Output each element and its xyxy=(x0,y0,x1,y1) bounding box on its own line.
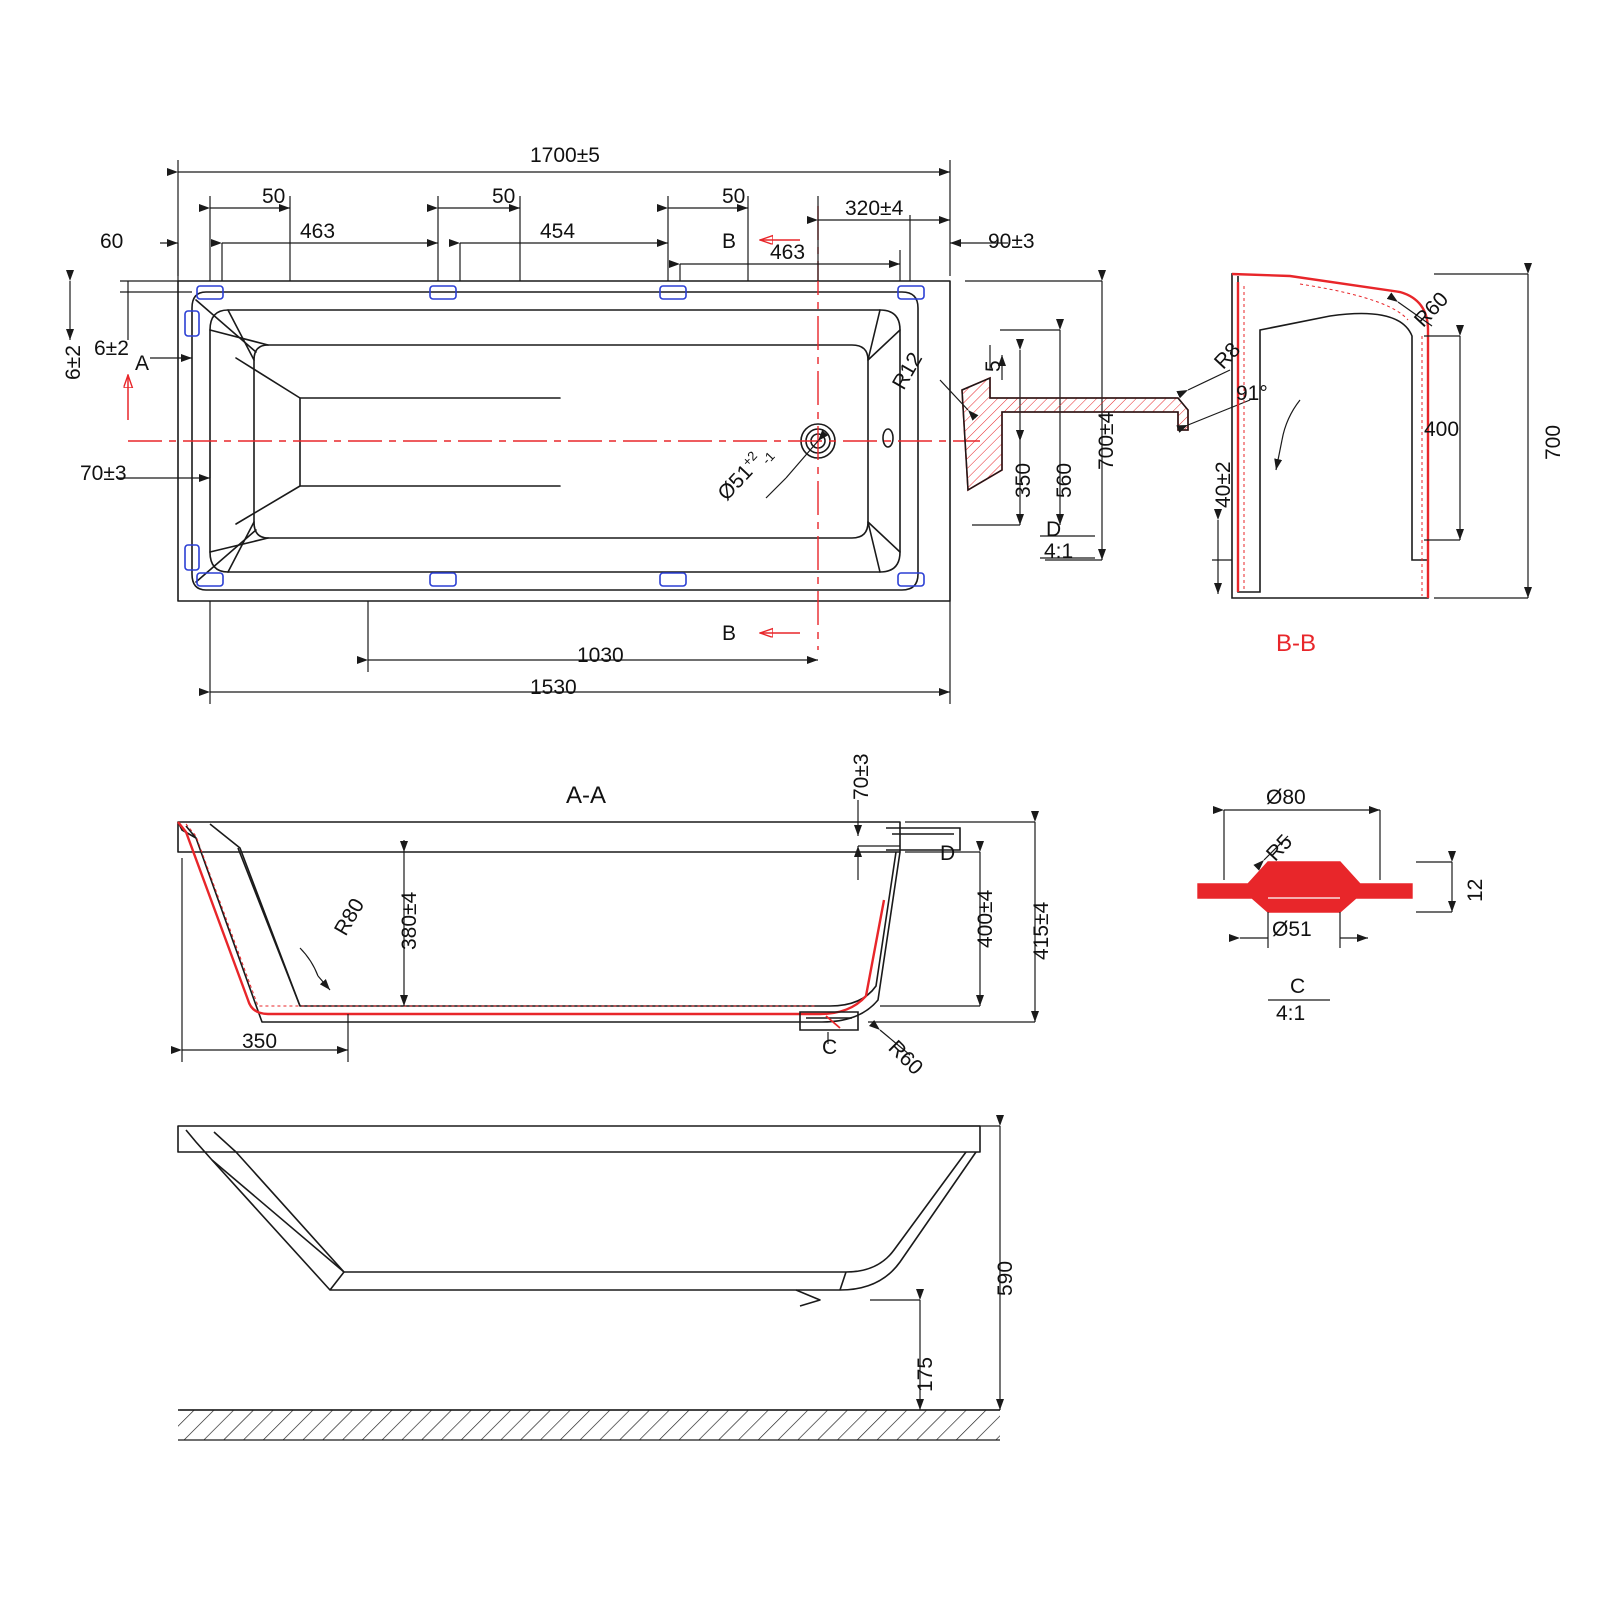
dim-5: 5 xyxy=(982,360,1005,372)
dim-70-aa: 70±3 xyxy=(850,753,873,800)
dim-1030: 1030 xyxy=(577,644,624,667)
dim-415: 415±4 xyxy=(1030,901,1053,960)
dim-350-aa: 350 xyxy=(242,1030,278,1053)
dim-560: 560 xyxy=(1053,462,1076,498)
dim-400-bb: 400 xyxy=(1424,418,1460,441)
dim-700-bb: 700 xyxy=(1542,424,1565,460)
dim-400-aa: 400±4 xyxy=(974,889,997,948)
dim-50-a: 50 xyxy=(262,185,286,208)
detail-c-letter-aa: C xyxy=(822,1036,838,1059)
dim-6-left: 6±2 xyxy=(62,345,85,380)
dim-1700: 1700±5 xyxy=(530,144,600,167)
detail-c-scale: 4:1 xyxy=(1276,1002,1306,1025)
section-bb-title: B-B xyxy=(1276,630,1317,657)
dim-590: 590 xyxy=(994,1260,1017,1296)
dim-angle-91: 91° xyxy=(1236,382,1268,405)
dim-70-top: 70±3 xyxy=(80,462,127,485)
section-aa-title: A-A xyxy=(566,782,607,809)
detail-d-scale: 4:1 xyxy=(1044,540,1074,563)
dim-40-bb: 40±2 xyxy=(1212,461,1235,508)
dim-6-inner: 6±2 xyxy=(94,337,129,360)
detail-d-letter-aa: D xyxy=(940,842,956,865)
detail-d-letter: D xyxy=(1046,518,1062,541)
dim-463-a: 463 xyxy=(300,220,336,243)
dim-454: 454 xyxy=(540,220,576,243)
dim-50-c: 50 xyxy=(722,185,746,208)
dim-1530: 1530 xyxy=(530,676,577,699)
dim-12: 12 xyxy=(1464,878,1487,902)
dim-175: 175 xyxy=(914,1356,937,1392)
dim-350-top: 350 xyxy=(1012,462,1035,498)
dim-700-4: 700±4 xyxy=(1095,411,1118,470)
dim-50-b: 50 xyxy=(492,185,516,208)
dim-dia80: Ø80 xyxy=(1266,786,1306,809)
dim-380: 380±4 xyxy=(398,891,421,950)
section-letter-a-left: A xyxy=(135,352,150,375)
detail-c-title: C xyxy=(1290,975,1306,998)
dim-90: 90±3 xyxy=(988,230,1035,253)
dim-60: 60 xyxy=(100,230,124,253)
dim-320: 320±4 xyxy=(845,197,904,220)
section-letter-b-top: B xyxy=(722,230,737,253)
dim-dia51-c: Ø51 xyxy=(1272,918,1312,941)
dim-463-b: 463 xyxy=(770,241,806,264)
section-letter-b-bottom: B xyxy=(722,622,737,645)
